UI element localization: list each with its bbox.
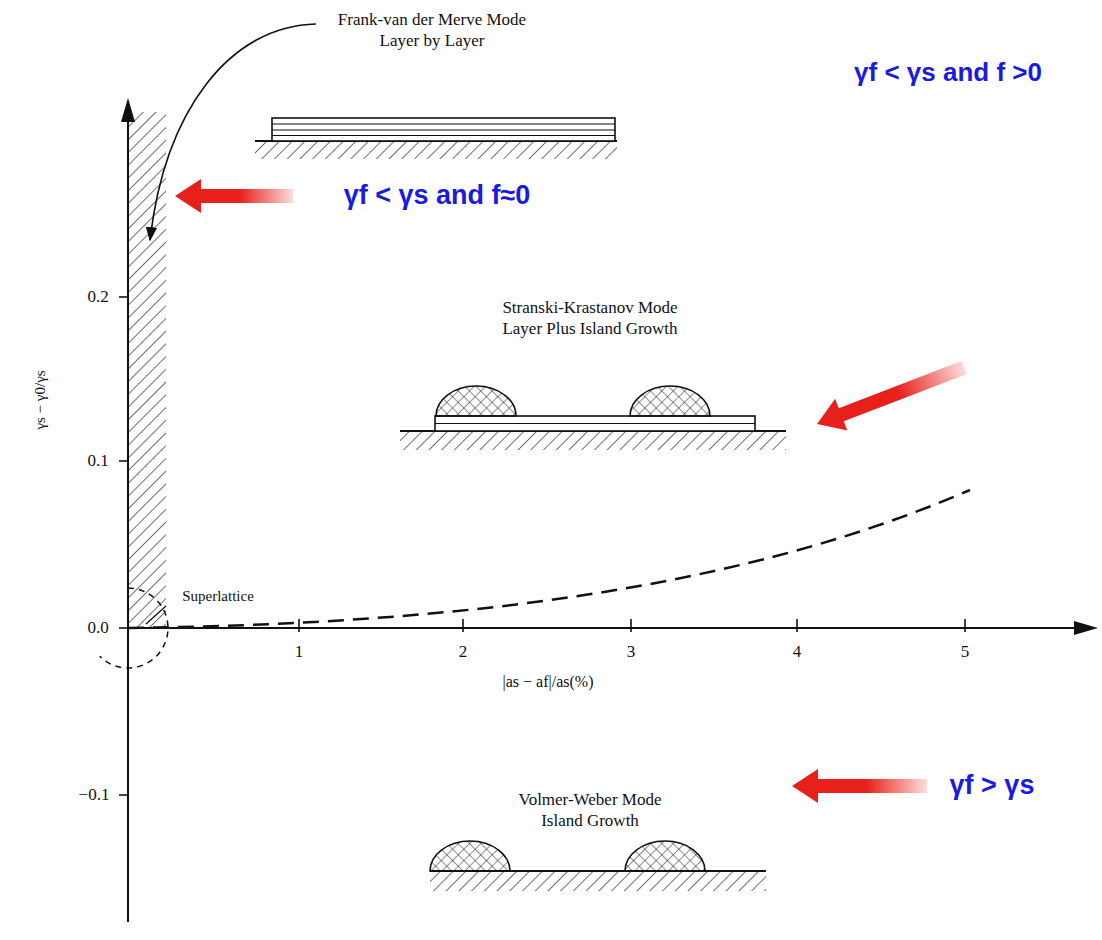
mode-title: Volmer-Weber Mode Island Growth: [508, 789, 673, 832]
x-tick: [462, 619, 464, 632]
layer-line: [435, 423, 755, 424]
layer-line: [272, 129, 615, 130]
condition-text: γf < γs and f >0: [854, 56, 1042, 89]
red-arrow: [792, 769, 927, 803]
x-axis: [128, 627, 1080, 629]
layer-plus-island-sketch: [400, 386, 786, 450]
red-arrow-shape: [811, 352, 971, 440]
y-tick: [119, 460, 128, 462]
x-axis-arrowhead: [1074, 621, 1098, 635]
y-tick: [119, 794, 128, 796]
red-arrow-shape: [792, 769, 927, 803]
x-tick-label: 3: [627, 641, 636, 662]
layer-line: [272, 135, 615, 136]
y-tick-label: −0.1: [79, 784, 110, 805]
x-tick: [298, 619, 300, 632]
leader-line: [146, 606, 166, 624]
x-tick-label: 4: [793, 641, 802, 662]
film-layers: [272, 118, 615, 141]
x-tick: [964, 619, 966, 632]
y-axis-label: γs − γ0/γs: [31, 370, 50, 429]
sk-boundary-curve: [128, 490, 970, 628]
frank-van-der-merve-region: [129, 112, 166, 628]
island: [630, 386, 710, 416]
substrate: [430, 871, 766, 891]
red-arrow: [811, 352, 971, 440]
condition-text: γf < γs and f≈0: [344, 179, 531, 213]
layer-line: [272, 123, 615, 124]
wetting-layer: [435, 416, 755, 431]
layer-by-layer-sketch: [255, 118, 617, 159]
superlattice-arc: [100, 588, 168, 668]
substrate: [255, 141, 617, 159]
x-tick: [796, 619, 798, 632]
substrate: [400, 431, 786, 450]
island: [430, 841, 510, 871]
x-axis-label: |as − af|/as(%): [503, 672, 594, 692]
tick-marks: [119, 297, 965, 795]
y-tick: [119, 627, 128, 629]
y-axis-arrowhead: [121, 98, 135, 122]
red-arrow: [175, 179, 293, 213]
x-tick-label: 2: [459, 641, 468, 662]
callout-label: Superlattice: [182, 587, 254, 606]
x-tick-label: 1: [295, 641, 304, 662]
x-tick: [630, 619, 632, 632]
y-tick-label: 0.2: [87, 286, 108, 307]
y-tick-label: 0.1: [87, 450, 108, 471]
x-tick-label: 5: [961, 641, 970, 662]
y-tick: [119, 296, 128, 298]
condition-text: γf > γs: [950, 769, 1035, 803]
y-axis: [127, 112, 129, 922]
y-tick-label: 0.0: [87, 617, 108, 638]
axes: [119, 98, 1098, 922]
red-arrow-shape: [175, 179, 293, 213]
island-growth-sketch: [430, 841, 766, 891]
mode-title: Stranski-Krastanov Mode Layer Plus Islan…: [485, 297, 695, 340]
island: [625, 841, 705, 871]
mode-title: Frank-van der Merve Mode Layer by Layer: [325, 9, 540, 52]
island: [436, 386, 516, 416]
